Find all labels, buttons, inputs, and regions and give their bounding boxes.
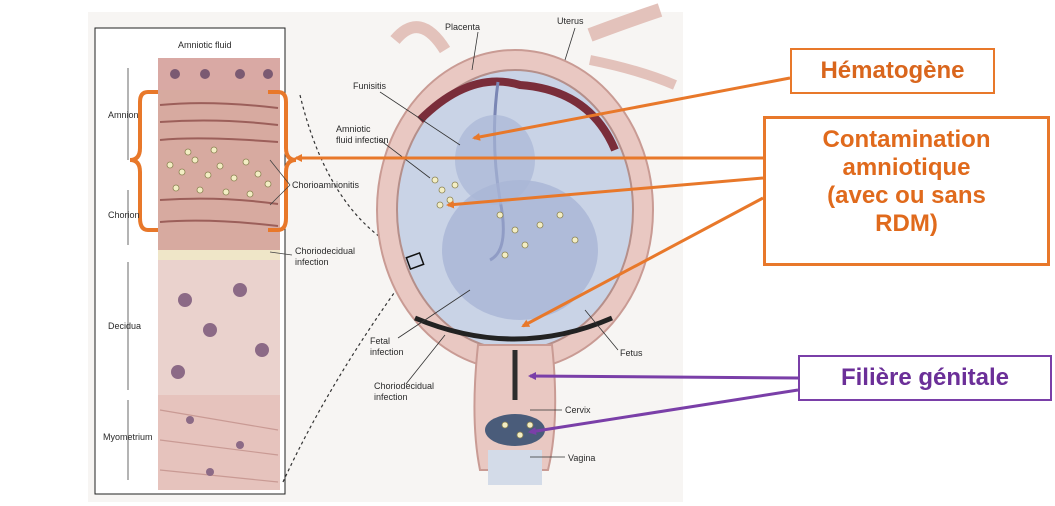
- label-amniotic-fluid-infection-2: fluid infection: [336, 135, 389, 145]
- label-cervix: Cervix: [565, 405, 591, 415]
- callout-contamination-amniotique: Contamination amniotique (avec ou sans R…: [763, 116, 1050, 266]
- label-decidua: Decidua: [108, 321, 141, 331]
- label-choriodecidual-2: infection: [374, 392, 408, 402]
- amnion-chorion-layer: [158, 90, 280, 250]
- label-amniotic-fluid-infection-1: Amniotic: [336, 124, 371, 134]
- label-chorion: Chorion: [108, 210, 140, 220]
- callout-contamination-line-2: amniotique: [766, 154, 1047, 182]
- label-uterus: Uterus: [557, 16, 584, 26]
- callout-contamination-line-3: (avec ou sans: [766, 182, 1047, 210]
- arrow-filiere-cervix: [530, 376, 798, 378]
- label-funisitis: Funisitis: [353, 81, 387, 91]
- label-choriodecidual-1: Choriodecidual: [374, 381, 434, 391]
- callout-contamination-line-1: Contamination: [766, 126, 1047, 154]
- label-amniotic-fluid: Amniotic fluid: [178, 40, 232, 50]
- label-placenta: Placenta: [445, 22, 480, 32]
- callout-filiere-genitale: Filière génitale: [798, 355, 1052, 401]
- label-amnion: Amnion: [108, 110, 139, 120]
- callout-hematogene: Hématogène: [790, 48, 995, 94]
- label-vagina: Vagina: [568, 453, 595, 463]
- label-choriodecidual-inset-2: infection: [295, 257, 329, 267]
- label-myometrium: Myometrium: [103, 432, 153, 442]
- membrane-inset: [95, 28, 285, 494]
- label-fetus: Fetus: [620, 348, 643, 358]
- callout-contamination-line-4: RDM): [766, 210, 1047, 238]
- label-fetal-infection-1: Fetal: [370, 336, 390, 346]
- label-choriodecidual-inset-1: Choriodecidual: [295, 246, 355, 256]
- label-fetal-infection-2: infection: [370, 347, 404, 357]
- label-chorioamnionitis: Chorioamnionitis: [292, 180, 360, 190]
